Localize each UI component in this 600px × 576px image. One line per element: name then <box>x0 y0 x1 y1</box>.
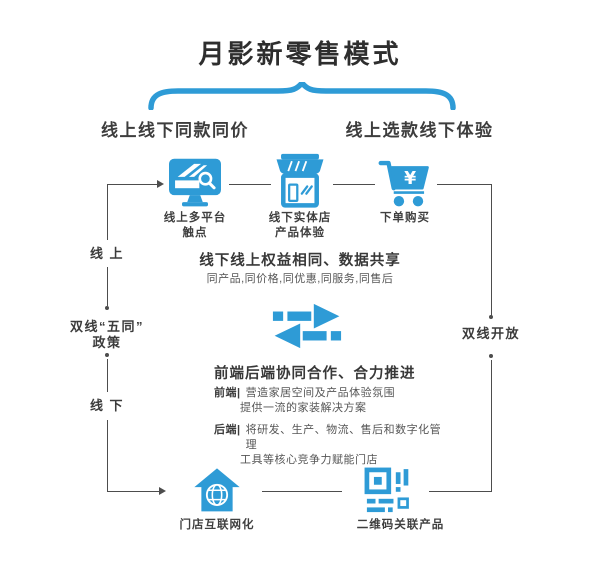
connector-line <box>107 420 108 492</box>
benefits-heading: 线下线上权益相同、数据共享 <box>199 253 401 269</box>
connector-line <box>107 184 108 240</box>
collab-detail-block: 前端| 营造家居空间及产品体验氛围 提供一流的家装解决方案 后端| 将研发、生产… <box>214 386 444 468</box>
brace-decoration-icon <box>148 82 456 110</box>
connector-line <box>262 491 342 492</box>
cart-yen-icon: ¥ <box>378 160 429 207</box>
collab-row-backend-cont: 工具等核心竞争力赋能门店 <box>240 454 378 466</box>
branch-heading-left: 线上线下同款同价 <box>101 121 249 140</box>
connector-line <box>229 184 271 185</box>
collab-row-backend: 后端| 将研发、生产、物流、售后和数字化管理 <box>214 424 442 451</box>
connector-line <box>107 184 158 185</box>
connector-line <box>491 360 492 492</box>
qr-code-icon <box>364 467 409 513</box>
page-title: 月影新零售模式 <box>198 39 402 69</box>
branch-heading-right: 线上选款线下体验 <box>345 121 494 140</box>
connector-line <box>429 491 491 492</box>
icon-label: 二维码关联产品 <box>356 519 445 531</box>
connector-line <box>437 184 491 185</box>
rail-label-offline: 线 下 <box>89 398 125 413</box>
collab-row-frontend: 前端| 营造家居空间及产品体验氛围 <box>214 387 396 399</box>
rail-label-policy: 双线“五同” 政策 <box>69 319 144 350</box>
collab-heading: 前端后端协同合作、合力推进 <box>214 366 416 382</box>
connector-line <box>107 359 108 392</box>
icon-label: 线下实体店 产品体验 <box>268 212 332 239</box>
icon-label: 线上多平台 触点 <box>163 212 227 239</box>
house-globe-icon <box>194 468 240 512</box>
line-end-dot <box>105 353 109 357</box>
line-end-dot <box>489 315 493 319</box>
icon-label: 下单购买 <box>380 212 430 224</box>
storefront-icon <box>276 153 324 208</box>
benefits-subtext: 同产品,同价格,同优惠,同服务,同售后 <box>206 273 394 285</box>
svg-text:¥: ¥ <box>404 169 416 189</box>
rail-label-online: 线 上 <box>89 246 125 261</box>
icon-label: 门店互联网化 <box>179 519 255 531</box>
connector-line <box>491 184 492 316</box>
arrowhead-right-icon <box>159 487 166 495</box>
connector-line <box>107 267 108 306</box>
line-end-dot <box>105 306 109 310</box>
arrowhead-right-icon <box>157 180 164 188</box>
collab-row-frontend-cont: 提供一流的家装解决方案 <box>240 402 367 414</box>
rail-label-dual-open: 双线开放 <box>461 326 520 341</box>
connector-line <box>107 491 160 492</box>
connector-line <box>333 184 375 185</box>
data-exchange-arrows-icon <box>272 303 342 349</box>
monitor-search-icon <box>169 158 221 207</box>
line-end-dot <box>489 354 493 358</box>
